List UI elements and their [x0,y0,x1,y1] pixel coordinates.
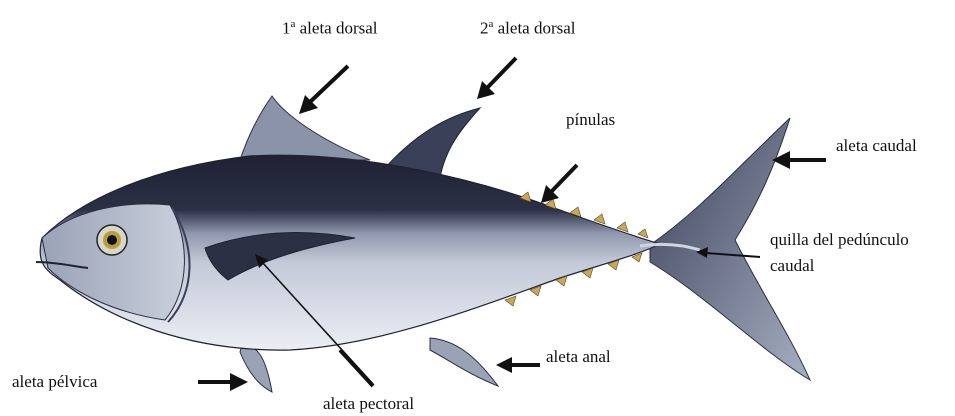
arrow-finlets [541,165,577,203]
arrow-pelvic-fin [198,373,248,391]
arrow-second-dorsal [477,58,516,99]
label-finlets: pínulas [566,110,615,130]
arrow-anal-fin [496,357,540,373]
eye-pupil [107,235,117,245]
label-second-dorsal-fin: 2a aleta dorsal [480,14,576,39]
label-first-dorsal-fin: 1a aleta dorsal [282,14,378,39]
arrow-caudal-fin [772,151,826,169]
first-dorsal-fin-number: 1 [282,19,291,38]
label-anal-fin: aleta anal [546,347,611,367]
arrow-first-dorsal [299,66,348,114]
second-dorsal-fin-number: 2 [480,19,489,38]
label-caudal-keel-line1: quilla del pedúnculo [770,230,909,250]
first-dorsal-fin-text: aleta dorsal [295,19,377,38]
pelvic-fin-shape [240,345,272,392]
label-caudal-fin: aleta caudal [836,136,917,156]
label-pectoral-fin: aleta pectoral [323,394,414,414]
label-pelvic-fin: aleta pélvica [12,372,97,392]
label-caudal-keel-line2: caudal [770,256,814,276]
anal-fin-shape [430,338,498,386]
second-dorsal-fin-text: aleta dorsal [493,19,575,38]
